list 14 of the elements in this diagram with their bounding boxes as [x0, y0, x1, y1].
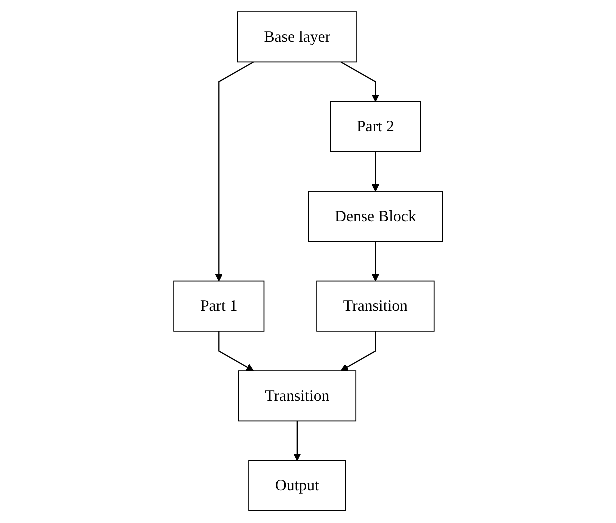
arrow: [293, 421, 301, 462]
node-box: Transition: [316, 280, 434, 332]
node-box: Dense Block: [308, 191, 443, 242]
node-box: Part 1: [173, 280, 264, 332]
arrow: [371, 242, 380, 282]
arrow: [371, 152, 380, 192]
node-box: Part 2: [330, 101, 421, 152]
arrow: [340, 62, 380, 102]
node-box: Base layer: [236, 12, 358, 63]
node-box: Transition: [238, 370, 356, 422]
arrow: [218, 331, 254, 372]
arrow: [214, 62, 254, 282]
node-box: Output: [248, 460, 346, 512]
arrow: [340, 331, 376, 372]
